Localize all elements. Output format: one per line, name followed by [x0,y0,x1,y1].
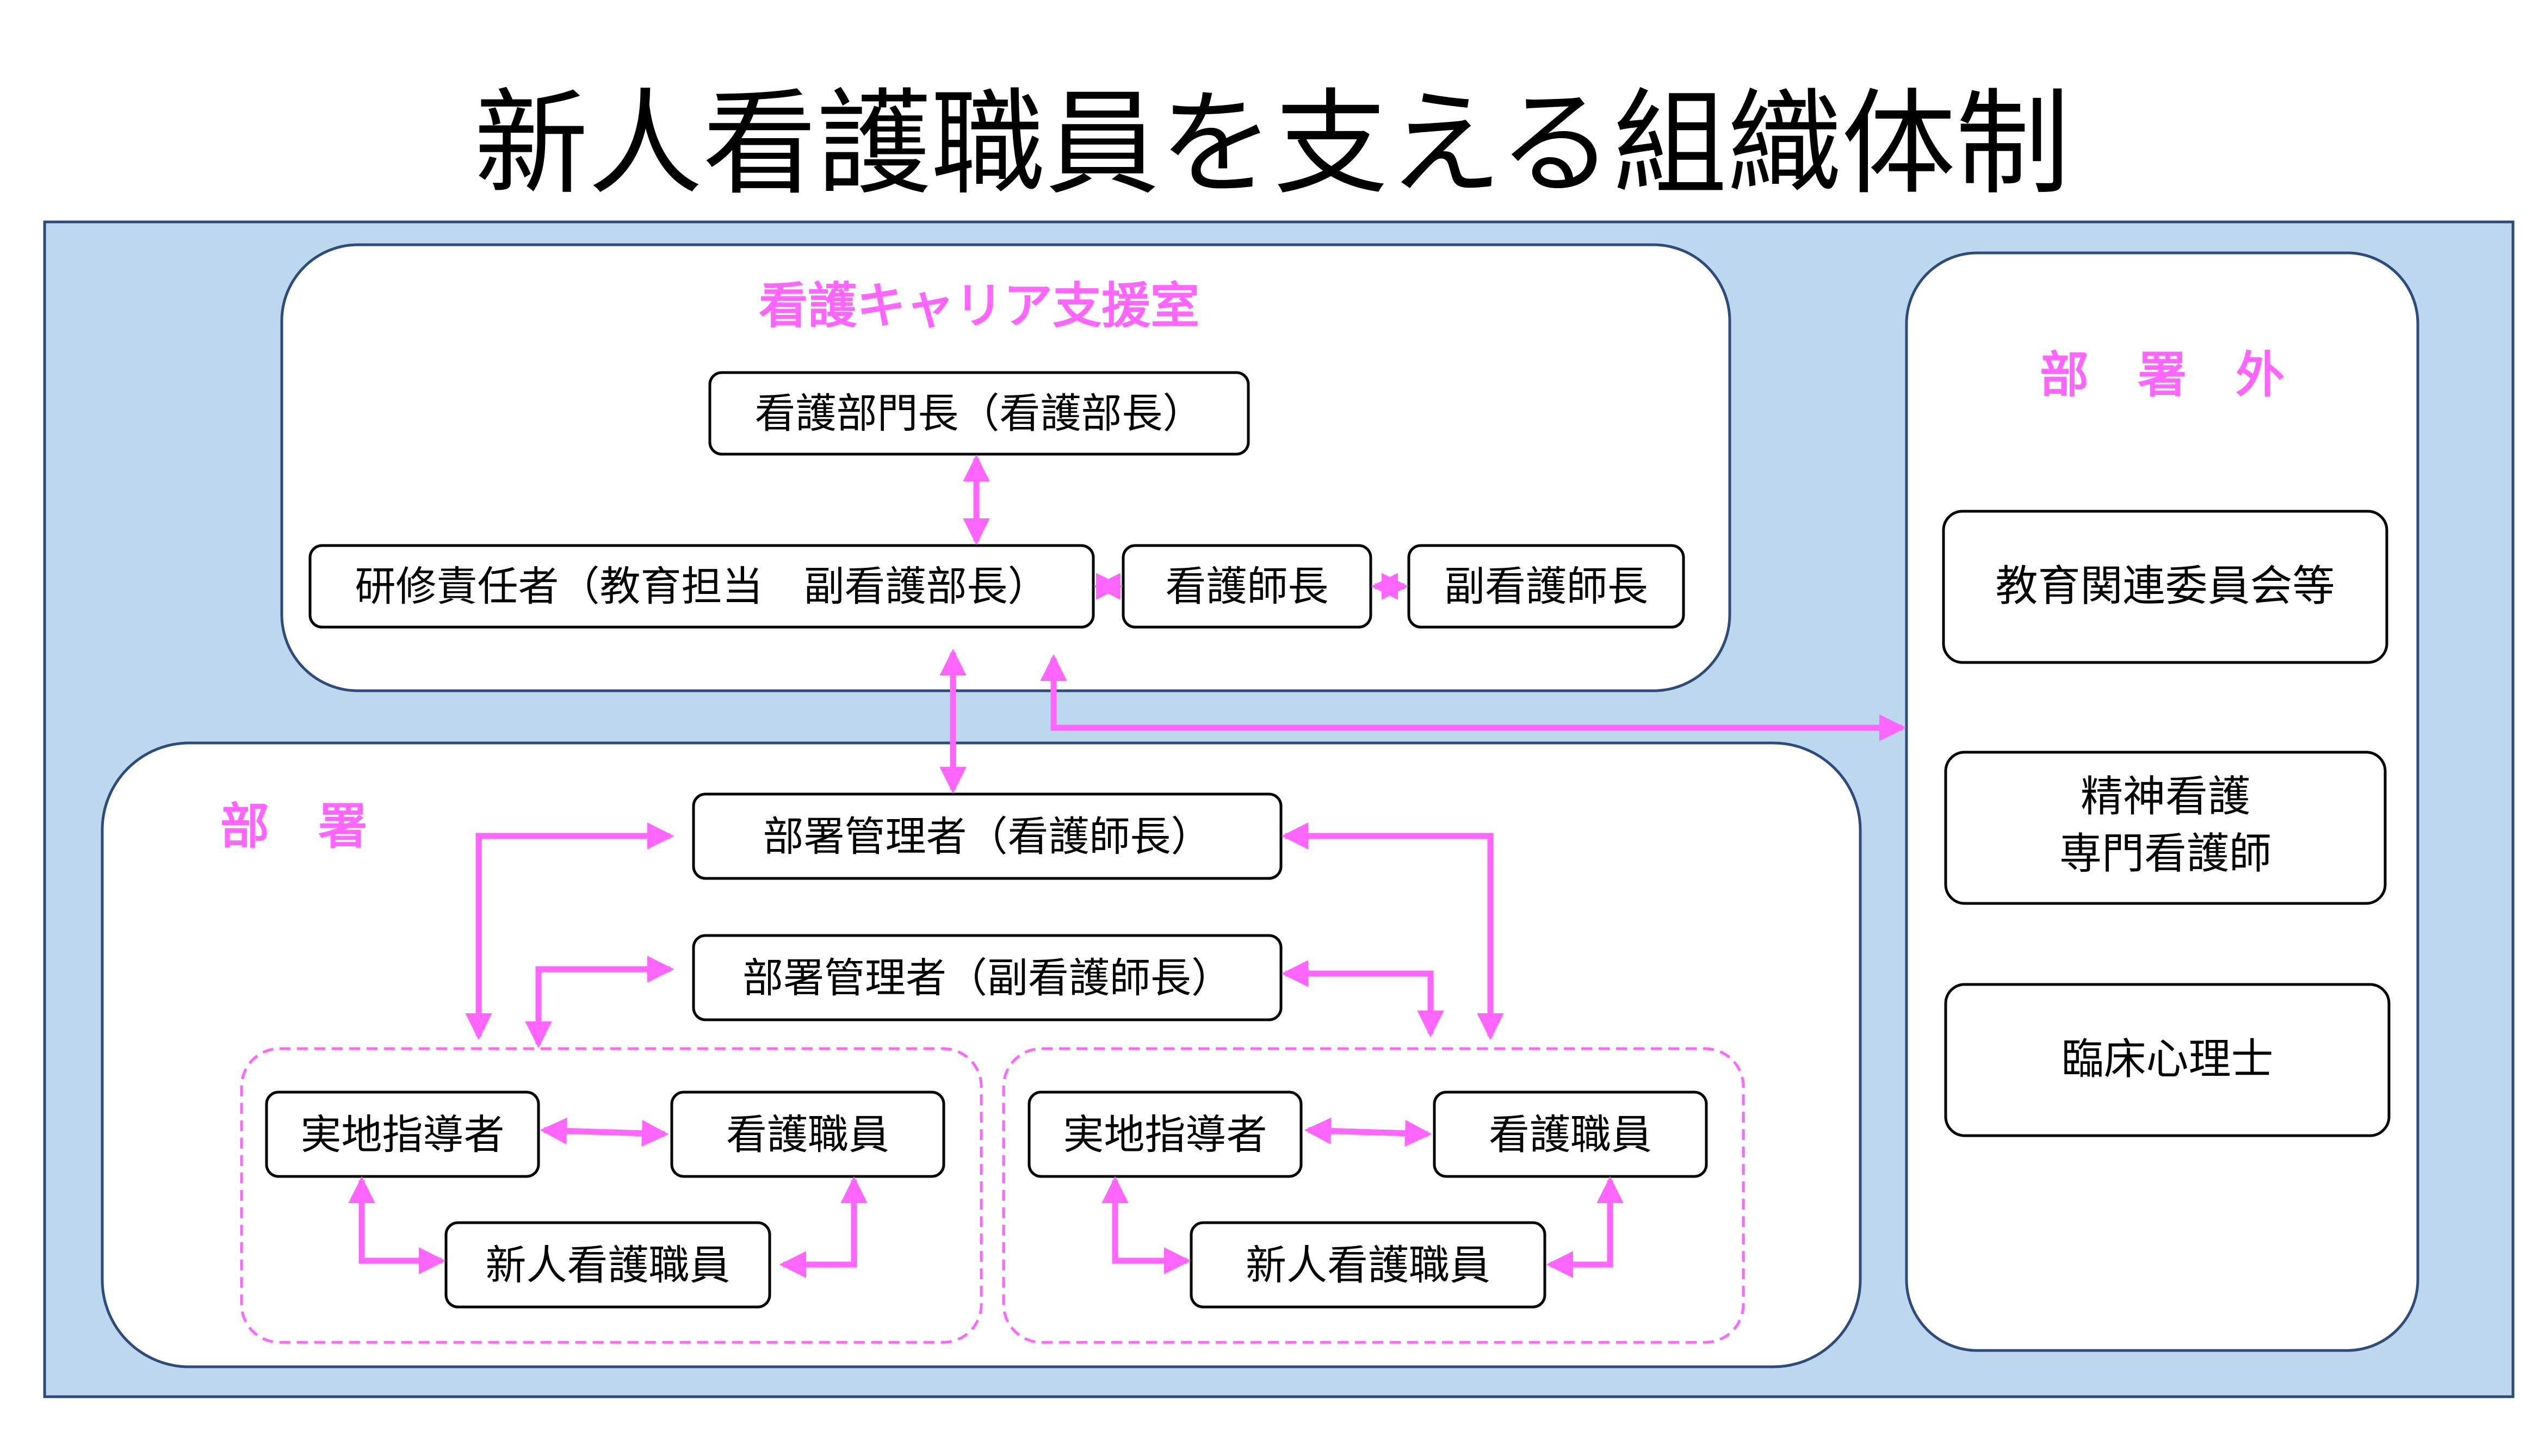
nurse-label-left: 看護職員 [726,1110,889,1158]
preceptor-label-left: 実地指導者 [300,1110,505,1158]
psychologist-label: 臨床心理士 [2061,1035,2274,1085]
deputy-head-nurse-box [1407,544,1685,629]
arrow-preceptor-nurse-left [540,1117,669,1147]
team-group-right [1002,1047,1745,1344]
specialist-label-line2: 専門看護師 [2059,829,2271,878]
arrow-manager-head-right [1281,822,1504,1040]
manager-deputy-box [692,934,1283,1021]
arrow-nurse-new-right [1546,1176,1624,1278]
new-nurse-label-right: 新人看護職員 [1245,1241,1490,1289]
manager-deputy-label: 部署管理者（副看護師長） [742,953,1232,1002]
new-nurse-label-left: 新人看護職員 [485,1241,731,1289]
specialist-box [1944,751,2387,905]
head-nurse-label: 看護師長 [1165,562,1329,610]
external-heading: 部 署 外 [2040,346,2285,404]
psychologist-box [1944,983,2391,1137]
committee-label: 教育関連委員会等 [1995,562,2335,611]
preceptor-label-right: 実地指導者 [1063,1110,1267,1158]
arrow-support-external [1040,654,1907,741]
page-title: 新人看護職員を支える組織体制 [474,77,2070,210]
director-box [708,371,1250,456]
team-group-left [240,1047,983,1344]
arrow-nurse-new-left [779,1176,868,1278]
training-lead-label: 研修責任者（教育担当 副看護部長） [355,562,1049,610]
arrow-manager-head-left [465,822,674,1040]
arrow-manager-deputy-right [1281,960,1444,1038]
arrow-preceptor-nurse-right [1304,1117,1432,1147]
career-support-heading: 看護キャリア支援室 [759,277,1199,334]
department-heading: 部 署 [220,798,367,855]
new-nurse-box-right [1190,1221,1546,1309]
manager-head-box [692,792,1283,880]
deputy-head-nurse-label: 副看護師長 [1444,562,1648,610]
specialist-label-line1: 精神看護 [2080,772,2250,821]
arrow-manager-deputy-left [525,956,674,1049]
director-label: 看護部門長（看護部長） [754,389,1204,437]
arrow-preceptor-new-right [1101,1176,1191,1274]
committee-box [1942,510,2388,664]
training-lead-box [308,544,1095,629]
new-nurse-box-left [444,1221,771,1309]
head-nurse-box [1122,544,1372,629]
nurse-label-right: 看護職員 [1488,1110,1652,1158]
arrow-preceptor-new-left [348,1176,446,1274]
manager-head-label: 部署管理者（看護師長） [763,812,1212,860]
